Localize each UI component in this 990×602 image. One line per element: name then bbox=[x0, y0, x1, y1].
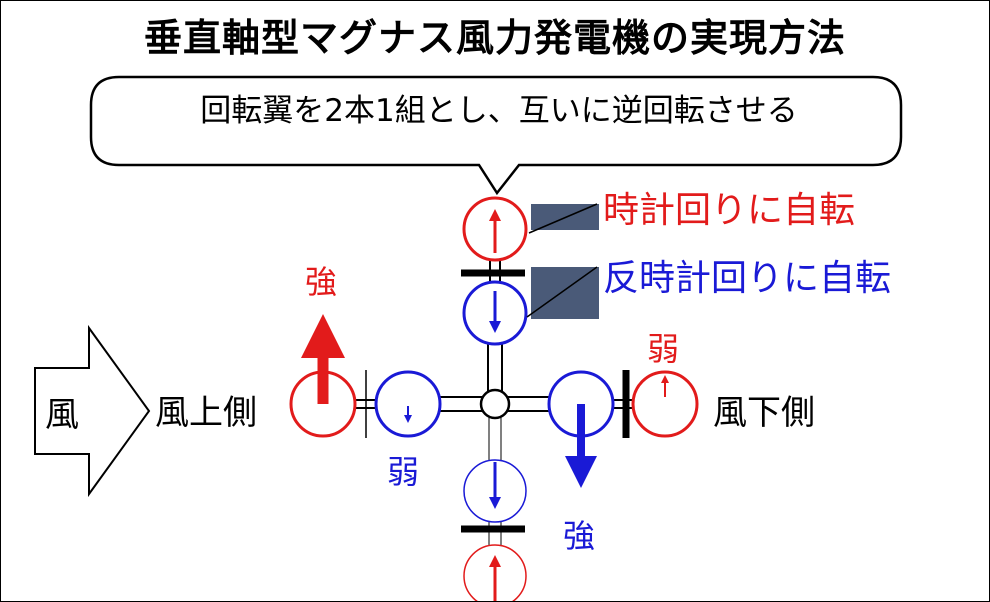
rotor-left-counterclockwise bbox=[374, 370, 442, 438]
wind-arrow bbox=[34, 324, 151, 498]
slide-title: 垂直軸型マグナス風力発電機の実現方法 bbox=[143, 16, 846, 60]
rotor-right-clockwise bbox=[631, 370, 699, 438]
rotor-bottom-clockwise bbox=[463, 544, 527, 601]
wind-label: 風 bbox=[45, 395, 79, 435]
rotor-right-counterclockwise bbox=[547, 370, 615, 488]
downwind-label: 風下側 bbox=[713, 393, 815, 433]
callout-bubble bbox=[89, 75, 903, 196]
legend-swatch-clockwise bbox=[528, 203, 599, 234]
legend-counterclockwise-label: 反時計回りに自転 bbox=[603, 258, 892, 299]
right-weak-label: 弱 bbox=[647, 330, 680, 368]
rotor-left-clockwise bbox=[289, 314, 357, 438]
left-weak-label: 弱 bbox=[387, 453, 420, 491]
divider-bars bbox=[365, 269, 630, 533]
callout-text: 回転翼を2本1組とし、互いに逆回転させる bbox=[200, 93, 798, 129]
right-strong-label: 強 bbox=[563, 517, 596, 555]
left-strong-label: 強 bbox=[305, 263, 338, 301]
rotor-bottom-counterclockwise bbox=[463, 459, 527, 523]
legend-swatch-counterclockwise bbox=[526, 266, 599, 319]
upwind-label: 風上側 bbox=[155, 393, 257, 433]
central-hub bbox=[479, 388, 511, 420]
legend-clockwise-label: 時計回りに自転 bbox=[603, 190, 856, 231]
rotor-top-clockwise bbox=[462, 196, 528, 262]
rotor-top-counterclockwise bbox=[462, 280, 528, 346]
